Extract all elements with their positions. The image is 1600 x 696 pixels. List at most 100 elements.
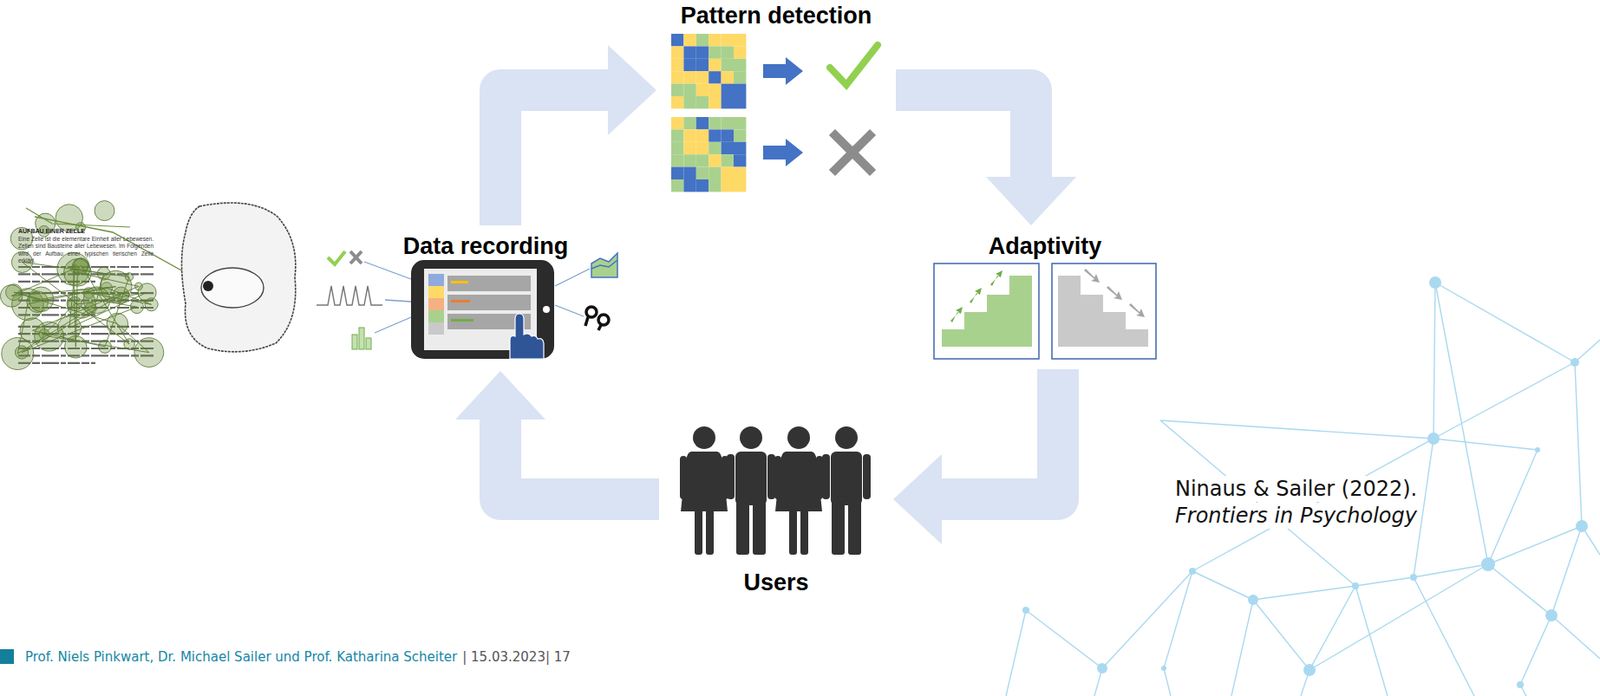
pattern-grid (696, 129, 709, 142)
pattern-grid (696, 179, 709, 192)
cross-icon (350, 251, 362, 264)
pattern-grid (696, 84, 709, 97)
cycle-arrow (607, 45, 657, 136)
location-icon (598, 325, 601, 331)
network-node (1534, 447, 1541, 453)
document-heading: AUFBAU EINER ZELLE (18, 227, 154, 236)
document-text: Eine Zelle ist die elementare Einheit al… (18, 235, 154, 266)
pattern-grid (683, 71, 696, 84)
stage-title: Pattern detection (680, 1, 873, 30)
pattern-grid (683, 84, 696, 97)
tablet (447, 275, 531, 292)
cycle-arrow (895, 90, 1077, 226)
network-node (1575, 520, 1588, 533)
pattern-grid (696, 167, 709, 180)
pattern-grid (733, 45, 746, 59)
waveform-icon (316, 286, 383, 306)
bar-chart-icon (352, 334, 358, 350)
user-figure (679, 426, 729, 556)
adapt-up-panel (969, 287, 982, 304)
adapt-up-panel (990, 270, 1003, 287)
label-holder: Eine Zelle ist die elementare Einheit al… (18, 235, 154, 266)
pattern-grid (733, 154, 746, 167)
pattern-grid (671, 71, 684, 84)
label-holder: Prof. Niels Pinkwart, Dr. Michael Sailer… (25, 649, 458, 666)
pattern-grid (733, 142, 746, 155)
network-node (1427, 432, 1440, 445)
location-icon (585, 306, 609, 331)
pattern-grid (696, 117, 709, 130)
pattern-grid (721, 33, 734, 46)
pattern-grid (671, 33, 684, 46)
pattern-grid (721, 84, 734, 97)
cross-mark (835, 135, 870, 170)
cell-drawing (182, 202, 296, 353)
cross-mark (835, 135, 870, 170)
footer-date-page: | 15.03.2023| 17 (462, 649, 571, 666)
adapt-down-panel (1106, 286, 1123, 301)
network-node (1188, 568, 1196, 575)
gaze-fixation (94, 201, 115, 222)
pattern-grid (683, 154, 696, 167)
pattern-grid (733, 84, 746, 97)
cycle-arrow (895, 90, 1032, 179)
adapt-up-panel (950, 306, 963, 323)
network-node (1351, 582, 1359, 590)
stage-node: Data recording (385, 232, 586, 365)
pattern-grid (683, 33, 696, 46)
bar-chart-icon (352, 327, 372, 350)
location-icon (598, 314, 609, 326)
stage-title: Users (743, 568, 809, 597)
pattern-grid (708, 96, 721, 109)
pattern-grid (683, 142, 696, 155)
pattern-grid (671, 45, 684, 59)
adapt-up-panel (933, 263, 1039, 360)
pattern-grid (671, 84, 684, 97)
user-figure (774, 426, 823, 556)
pattern-grid (708, 84, 721, 97)
pattern-grid (721, 179, 734, 192)
network-node (1516, 681, 1524, 689)
pattern-grid (671, 154, 684, 167)
adapt-down-panel (1129, 303, 1145, 318)
cell-drawing (202, 280, 214, 292)
cycle-arrow (455, 371, 660, 500)
adapt-down-panel (1084, 268, 1100, 283)
stage-node: Users (685, 423, 868, 597)
network-node (1097, 663, 1108, 674)
network-node (1429, 276, 1442, 289)
stage-node: Adaptivity (929, 232, 1161, 363)
pattern-grid (721, 96, 734, 109)
user-figure (726, 426, 776, 556)
user-figure (679, 426, 871, 556)
tablet (428, 310, 445, 323)
tablet (428, 322, 445, 335)
pattern-arrow (763, 57, 804, 85)
label-holder: AUFBAU EINER ZELLE (18, 227, 154, 236)
pattern-arrow (763, 57, 804, 167)
pattern-grid (733, 71, 746, 84)
tablet (428, 298, 445, 311)
location-icon (586, 306, 597, 318)
footer-authors: Prof. Niels Pinkwart, Dr. Michael Sailer… (25, 649, 458, 666)
pattern-grid (671, 179, 684, 192)
cycle-arrow (500, 90, 610, 226)
footer-mark (0, 649, 14, 665)
pattern-grid (708, 33, 721, 46)
pattern-grid (708, 179, 721, 192)
gaze-fixation (11, 261, 151, 354)
area-chart-icon (591, 253, 618, 278)
cycle-arrow (893, 454, 942, 545)
scan-path (26, 208, 131, 228)
pattern-grid (696, 45, 709, 59)
gaze-fixation (55, 204, 83, 232)
network-node (1247, 594, 1259, 606)
pattern-grid (683, 129, 696, 142)
label-holder: Frontiers in Psychology (1173, 502, 1419, 529)
tablet (450, 300, 471, 303)
cell-drawing (182, 202, 296, 353)
pattern-grid (733, 117, 746, 130)
citation: Ninaus & Sailer (2022). (1173, 476, 1419, 503)
stage-title: Data recording (403, 232, 569, 261)
pattern-grid (683, 45, 696, 59)
